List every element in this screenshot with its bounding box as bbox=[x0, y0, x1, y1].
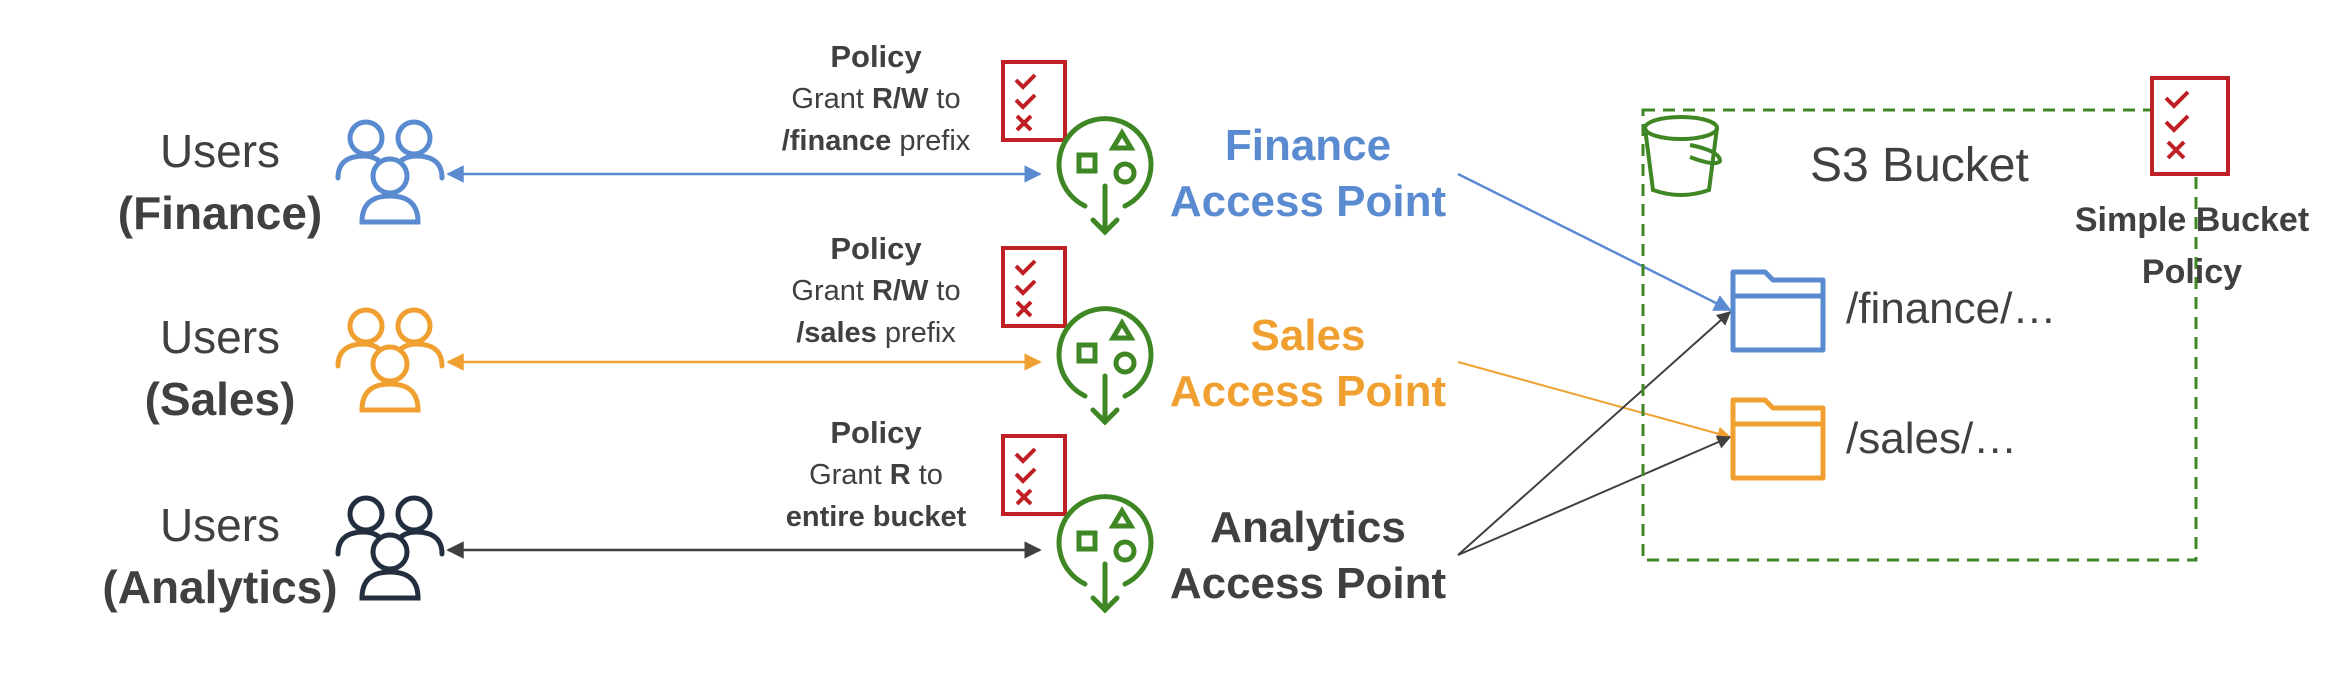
policy-title: Policy bbox=[830, 39, 922, 74]
users-group-name: (Sales) bbox=[144, 373, 296, 425]
sales-access-point-label: Sales Access Point bbox=[1158, 308, 1458, 420]
s3-access-point-icon bbox=[1056, 116, 1154, 236]
policy-checklist-icon bbox=[1001, 246, 1067, 328]
s3-bucket-icon bbox=[1643, 115, 1723, 197]
users-analytics-label: Users (Analytics) bbox=[90, 494, 350, 618]
bucket-policy-label: Simple Bucket Policy bbox=[2074, 201, 2310, 291]
s3-bucket-title: S3 Bucket bbox=[1810, 139, 2029, 192]
users-finance-label: Users (Finance) bbox=[90, 120, 350, 244]
access-point-name: Sales bbox=[1250, 311, 1366, 360]
policy-checklist-icon bbox=[2150, 76, 2230, 176]
analytics-policy-text: Policy Grant R to entire bucket bbox=[726, 412, 1026, 538]
sales-folder-label: /sales/… bbox=[1846, 414, 2018, 463]
users-group-name: (Analytics) bbox=[102, 561, 338, 613]
policy-line-1: Grant R to bbox=[809, 459, 943, 491]
policy-title: Policy bbox=[830, 415, 922, 450]
sales-access-point-to-folder-arrow bbox=[1457, 361, 1732, 441]
folder-icon bbox=[1730, 269, 1826, 353]
access-point-type: Access Point bbox=[1169, 367, 1447, 416]
policy-title: Policy bbox=[830, 231, 922, 266]
finance-access-point-label: Finance Access Point bbox=[1158, 118, 1458, 230]
analytics-access-point-to-finance-folder-arrow bbox=[1457, 311, 1732, 556]
users-group-icon bbox=[335, 119, 445, 225]
s3-access-point-icon bbox=[1056, 306, 1154, 426]
analytics-access-point-to-sales-folder-arrow bbox=[1457, 435, 1732, 556]
access-point-type: Access Point bbox=[1169, 559, 1447, 608]
policy-checklist-icon bbox=[1001, 434, 1067, 516]
policy-line-2: entire bucket bbox=[785, 501, 967, 533]
sales-policy-text: Policy Grant R/W to /sales prefix bbox=[726, 228, 1026, 354]
users-sales-label: Users (Sales) bbox=[90, 306, 350, 430]
users-group-icon bbox=[335, 307, 445, 413]
access-point-name: Finance bbox=[1224, 121, 1392, 170]
folder-icon bbox=[1730, 397, 1826, 481]
users-group-name: (Finance) bbox=[117, 187, 323, 239]
finance-access-point-to-folder-arrow bbox=[1457, 172, 1732, 312]
analytics-access-point-label: Analytics Access Point bbox=[1158, 500, 1458, 612]
s3-bucket-boundary bbox=[1641, 108, 2198, 562]
s3-access-point-icon bbox=[1056, 494, 1154, 614]
policy-line-2: /sales prefix bbox=[796, 317, 956, 349]
finance-policy-text: Policy Grant R/W to /finance prefix bbox=[726, 36, 1026, 162]
policy-line-1: Grant R/W to bbox=[791, 275, 961, 307]
users-group-icon bbox=[335, 495, 445, 601]
users-title: Users bbox=[159, 499, 281, 551]
policy-line-1: Grant R/W to bbox=[791, 83, 961, 115]
users-title: Users bbox=[159, 311, 281, 363]
users-title: Users bbox=[159, 125, 281, 177]
policy-checklist-icon bbox=[1001, 60, 1067, 142]
finance-folder-label: /finance/… bbox=[1846, 284, 2057, 333]
access-point-type: Access Point bbox=[1169, 177, 1447, 226]
access-point-name: Analytics bbox=[1210, 503, 1406, 552]
policy-line-2: /finance prefix bbox=[781, 125, 971, 157]
